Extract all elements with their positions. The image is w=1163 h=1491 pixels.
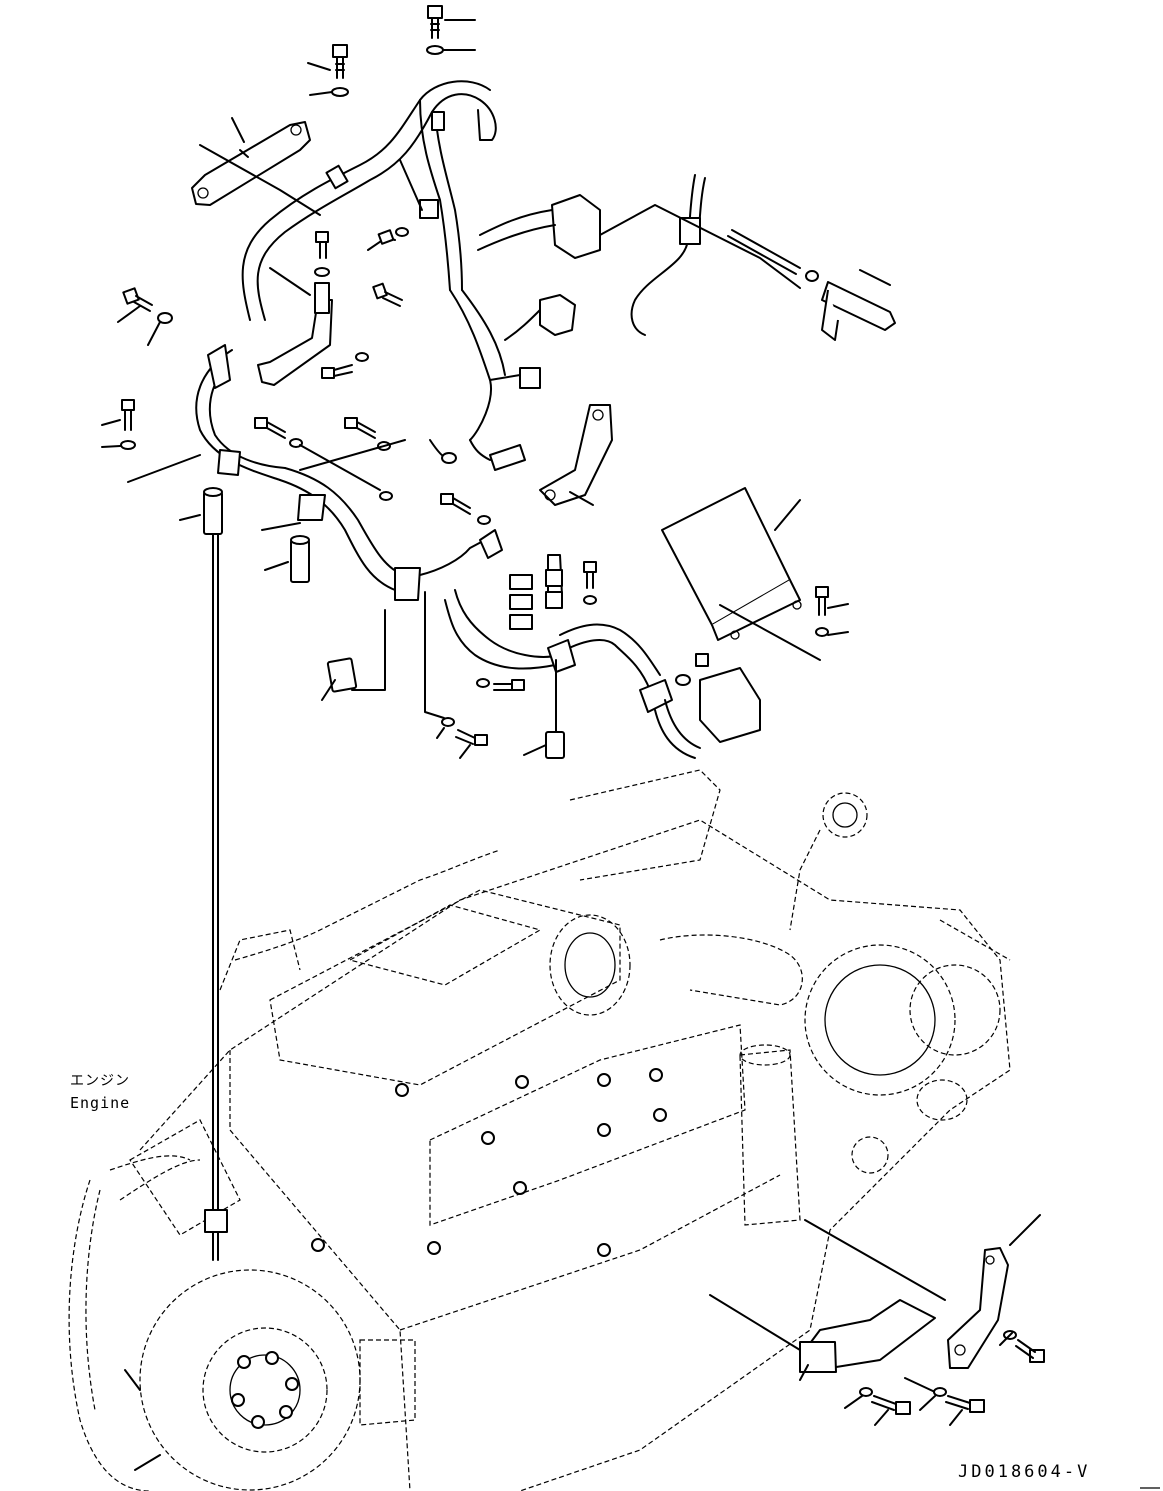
spacer-2 <box>290 539 310 583</box>
spacer-1 <box>203 491 223 535</box>
engine-label-japanese: エンジン <box>70 1073 130 1089</box>
bracket-right <box>539 404 613 506</box>
top-bolt-group <box>307 5 476 97</box>
bracket-engine-right <box>947 1247 1009 1369</box>
bracket-harness-l <box>257 299 333 386</box>
lower-harness <box>321 529 761 759</box>
drawing-number: JD018604-V <box>958 1462 1091 1482</box>
relay-connector <box>699 667 761 743</box>
center-bolts <box>254 282 491 525</box>
connector-upper-right <box>551 194 601 259</box>
upper-harness <box>191 80 601 386</box>
left-harness <box>101 287 421 1261</box>
engine-label-english: Engine <box>70 1094 131 1112</box>
cover-plate <box>661 487 849 661</box>
top-right-harness <box>599 174 896 341</box>
spacer-4 <box>326 657 358 693</box>
spacer-3 <box>545 731 565 759</box>
engine-illustration <box>68 769 1160 1491</box>
connectors-right <box>429 289 613 506</box>
bracket-plate-upper <box>191 121 311 206</box>
